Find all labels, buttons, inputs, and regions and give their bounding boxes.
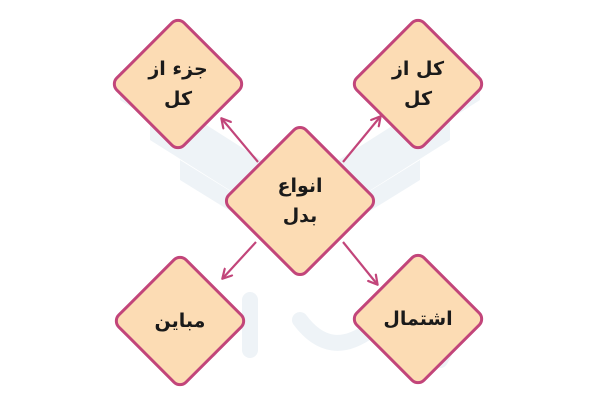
node-bottom-left: مباین: [110, 251, 250, 391]
node-top-right-line2: کل: [403, 88, 432, 110]
connector-to-bottom-right: [342, 241, 377, 284]
node-top-left-label: جزء از کل: [148, 54, 207, 114]
center-node-line2: بدل: [282, 205, 318, 227]
node-bottom-left-label: مباین: [155, 306, 206, 336]
node-bottom-left-line1: مباین: [154, 310, 206, 332]
center-node-label: انواع بدل: [277, 171, 322, 231]
node-top-left: جزء از کل: [108, 14, 248, 154]
connector-to-top-right: [342, 117, 380, 163]
node-top-left-line2: کل: [163, 88, 192, 110]
node-bottom-right-line1: اشتمال: [383, 308, 453, 330]
node-bottom-right-label: اشتمال: [383, 304, 452, 334]
connector-to-top-left: [222, 119, 259, 163]
center-node-line1: انواع: [277, 175, 323, 197]
node-top-right: کل از کل: [348, 14, 488, 154]
node-top-right-label: کل از کل: [392, 54, 444, 114]
node-top-left-line1: جزء از: [148, 58, 208, 80]
node-bottom-right: اشتمال: [348, 249, 488, 389]
node-top-right-line1: کل از: [391, 58, 445, 80]
connector-to-bottom-left: [223, 241, 257, 278]
center-node: انواع بدل: [220, 121, 380, 281]
